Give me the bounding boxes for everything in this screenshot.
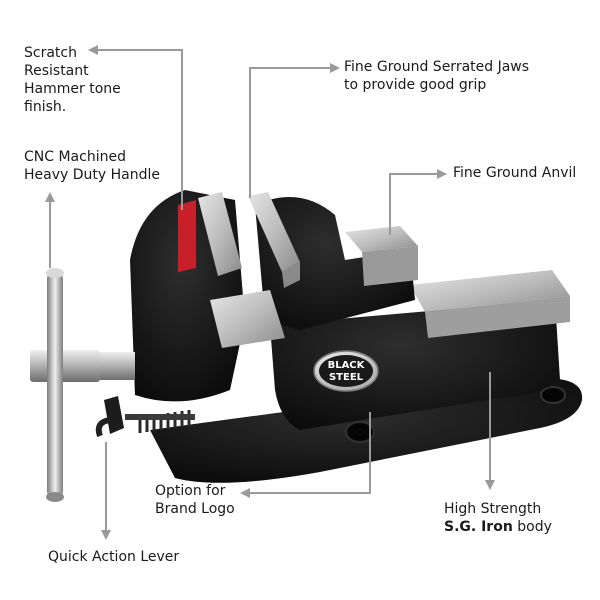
label-sg-iron-body: High Strength S.G. Iron body — [444, 501, 552, 535]
red-logo-strip — [178, 200, 196, 272]
front-jaw-plate — [198, 192, 242, 276]
base-bolt-hole — [345, 421, 375, 443]
handle-hub — [30, 350, 100, 382]
badge-line2: STEEL — [329, 372, 364, 383]
callout-pointers — [49, 49, 491, 530]
badge-line1: BLACK — [328, 360, 366, 371]
fixed-jaw-body — [255, 197, 415, 330]
label-serrated-jaws: Fine Ground Serrated Jaws to provide goo… — [344, 59, 530, 93]
callout-arrowheads — [45, 45, 495, 540]
label-fine-ground-anvil: Fine Ground Anvil — [453, 165, 577, 181]
slide-bar — [210, 290, 285, 348]
black-steel-badge: BLACK STEEL — [313, 350, 379, 392]
rear-jaw-plate — [248, 192, 300, 272]
label-scratch-resistant: Scratch Resistant Hammer tone finish. — [24, 45, 121, 115]
t-handle-rod — [47, 272, 63, 498]
anvil-block — [345, 226, 418, 252]
quick-action-lever — [104, 396, 124, 434]
label-quick-action-lever: Quick Action Lever — [48, 549, 180, 565]
spindle — [95, 352, 135, 380]
label-cnc-handle: CNC Machined Heavy Duty Handle — [24, 149, 160, 183]
anvil-surface — [410, 270, 570, 312]
base-rear-hole — [540, 386, 566, 404]
vise-main-body — [270, 300, 560, 430]
label-brand-logo: Option for Brand Logo — [155, 483, 235, 517]
